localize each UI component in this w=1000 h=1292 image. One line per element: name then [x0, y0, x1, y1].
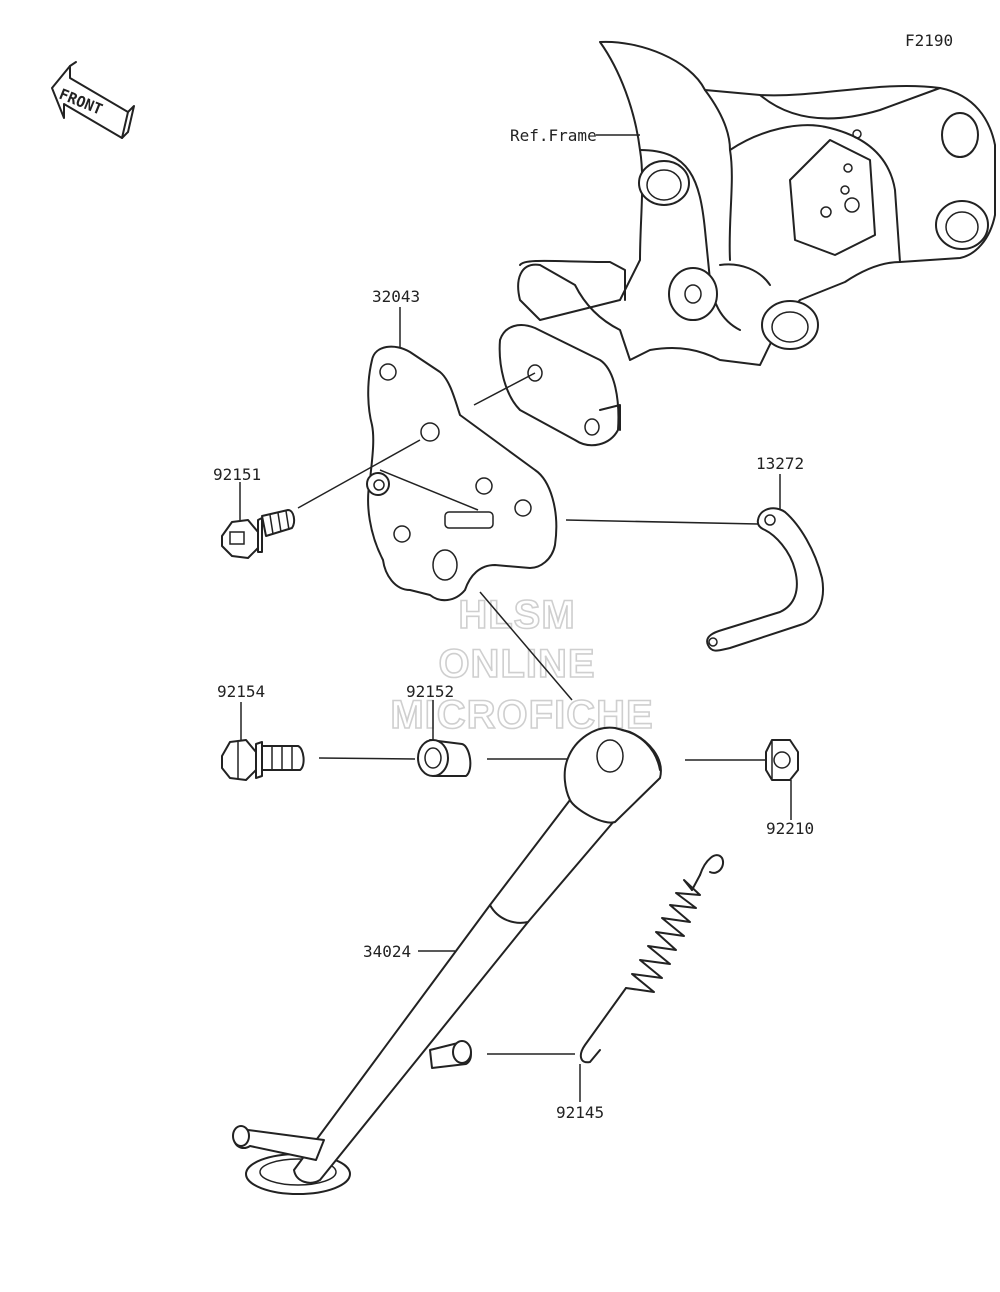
watermark-line-3: MICROFICHE [390, 693, 653, 737]
label-92145: 92145 [556, 1103, 604, 1122]
spring-92145 [579, 854, 724, 1064]
switch-line [565, 519, 759, 525]
bolt-92151-line [297, 439, 421, 509]
bracket-32043 [366, 345, 558, 602]
side-stand-34024 [232, 726, 662, 1195]
ref-frame [498, 40, 996, 447]
diagram-code: F2190 [905, 31, 953, 50]
watermark-line-2: ONLINE [438, 642, 595, 686]
watermark: HLSM ONLINE MICROFICHE [390, 592, 654, 738]
ref-frame-label: Ref.Frame [510, 126, 597, 145]
label-92151: 92151 [213, 465, 261, 484]
watermark-line-1: HLSM [458, 593, 575, 637]
label-13272: 13272 [756, 454, 804, 473]
label-92152: 92152 [406, 682, 454, 701]
label-34024: 34024 [363, 942, 411, 961]
collar-92152 [417, 739, 472, 777]
bolt-92151 [221, 509, 296, 559]
switch-13272 [706, 507, 824, 652]
label-92210: 92210 [766, 819, 814, 838]
label-32043: 32043 [372, 287, 420, 306]
bracket-hidden-line [379, 469, 479, 511]
front-arrow-icon: FRONT [51, 61, 135, 139]
nut-92210 [765, 739, 799, 781]
bolt-92154-line [318, 757, 416, 760]
bracket-frame-line [473, 372, 536, 406]
stand-pivot-line [479, 591, 573, 701]
bolt-92154 [221, 739, 305, 781]
label-92154: 92154 [217, 682, 265, 701]
